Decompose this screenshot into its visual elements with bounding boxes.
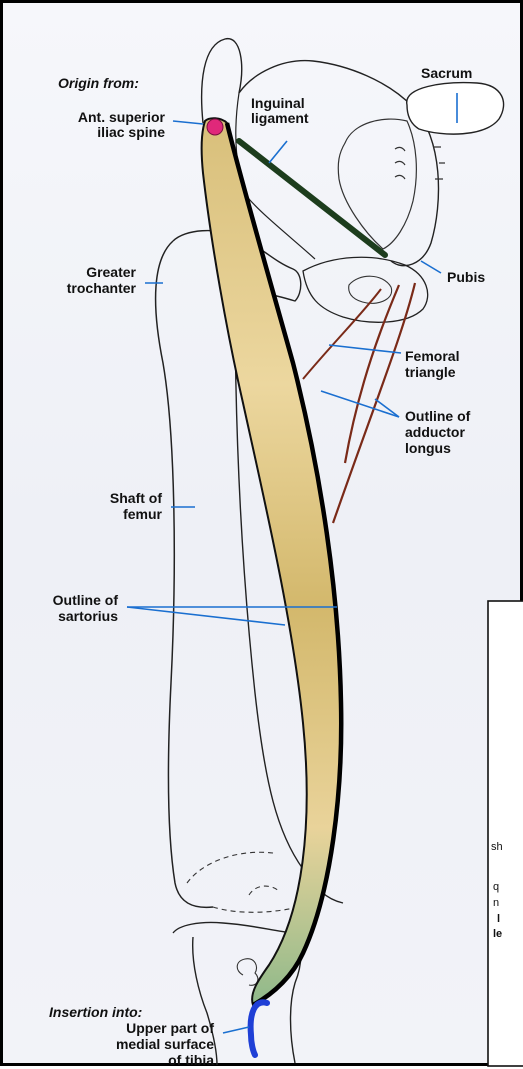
sartorius-muscle bbox=[202, 118, 342, 1005]
femur-lateral-border bbox=[156, 241, 213, 907]
leader-insertion bbox=[223, 1027, 249, 1033]
box-fragment-sh: sh bbox=[491, 841, 503, 854]
insertion-mark bbox=[251, 1002, 267, 1055]
label-sartorius-1: Outline of bbox=[53, 593, 118, 608]
box-fragment-q: q bbox=[493, 881, 499, 894]
label-pubis: Pubis bbox=[447, 270, 485, 285]
insertion-heading: Insertion into: bbox=[49, 1005, 142, 1020]
overlapping-text-box bbox=[488, 601, 523, 1066]
obturator-outline bbox=[349, 276, 392, 303]
label-greater-trochanter-2: trochanter bbox=[67, 281, 136, 296]
label-outline-adductor-2: adductor bbox=[405, 425, 465, 440]
leader-adductor-b bbox=[375, 399, 399, 417]
label-ant-superior-2: iliac spine bbox=[97, 125, 165, 140]
box-fragment-l: l bbox=[497, 913, 500, 926]
inguinal-ligament bbox=[239, 141, 385, 255]
leader-femoral-triangle bbox=[329, 345, 401, 353]
label-insertion-2: medial surface bbox=[116, 1037, 214, 1052]
femur-condyle-outline bbox=[187, 852, 299, 912]
label-shaft-2: femur bbox=[123, 507, 162, 522]
sacrum-shape bbox=[407, 83, 504, 134]
leader-ant-superior bbox=[173, 121, 203, 124]
label-ant-superior-1: Ant. superior bbox=[78, 110, 165, 125]
label-inguinal-2: ligament bbox=[251, 111, 309, 126]
leader-inguinal bbox=[269, 141, 287, 163]
label-inguinal-1: Inguinal bbox=[251, 96, 305, 111]
label-outline-adductor-1: Outline of bbox=[405, 409, 470, 424]
label-greater-trochanter-1: Greater bbox=[86, 265, 136, 280]
label-sacrum: Sacrum bbox=[421, 66, 472, 81]
leader-sartorius-a bbox=[127, 607, 285, 625]
tibial-tuberosity bbox=[237, 959, 258, 986]
origin-dot bbox=[207, 119, 223, 135]
box-fragment-le: le bbox=[493, 928, 502, 941]
label-femoral-1: Femoral bbox=[405, 349, 459, 364]
label-shaft-1: Shaft of bbox=[110, 491, 162, 506]
box-fragment-n: n bbox=[493, 897, 499, 910]
pubis-outline bbox=[303, 257, 428, 322]
label-sartorius-2: sartorius bbox=[58, 609, 118, 624]
leader-pubis bbox=[421, 261, 441, 273]
label-femoral-2: triangle bbox=[405, 365, 456, 380]
label-insertion-1: Upper part of bbox=[126, 1021, 214, 1036]
sartorius-anatomy-diagram bbox=[3, 3, 523, 1069]
origin-heading: Origin from: bbox=[58, 76, 139, 91]
label-outline-adductor-3: longus bbox=[405, 441, 451, 456]
